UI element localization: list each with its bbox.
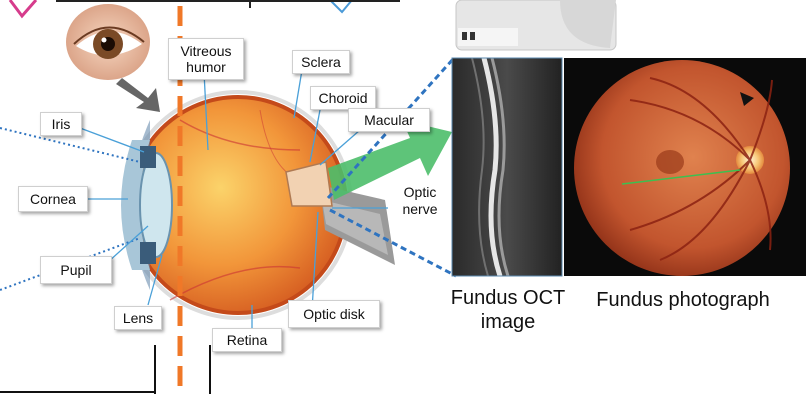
- label-lens: Lens: [114, 306, 162, 330]
- magenta-arrow-icon: [10, 0, 36, 16]
- oct-image: [452, 58, 562, 276]
- label-cornea: Cornea: [18, 186, 88, 212]
- label-optic-nerve: Optic nerve: [392, 184, 448, 218]
- label-choroid: Choroid: [310, 86, 376, 110]
- fundus-photograph: [564, 58, 806, 276]
- label-macular: Macular: [348, 108, 430, 132]
- label-sclera: Sclera: [292, 50, 350, 74]
- eye-closeup-icon: [66, 4, 150, 80]
- gray-arrow-icon: [116, 78, 160, 112]
- caption-fundus-photograph: Fundus photograph: [578, 288, 788, 312]
- label-iris: Iris: [40, 112, 82, 136]
- label-pupil: Pupil: [40, 256, 112, 284]
- label-vitreous-humor: Vitreous humor: [168, 38, 244, 80]
- caption-oct-image: Fundus OCT image: [446, 286, 570, 334]
- fundus-camera-icon: [456, 0, 616, 50]
- label-retina: Retina: [212, 328, 282, 352]
- label-optic-disk: Optic disk: [288, 300, 380, 328]
